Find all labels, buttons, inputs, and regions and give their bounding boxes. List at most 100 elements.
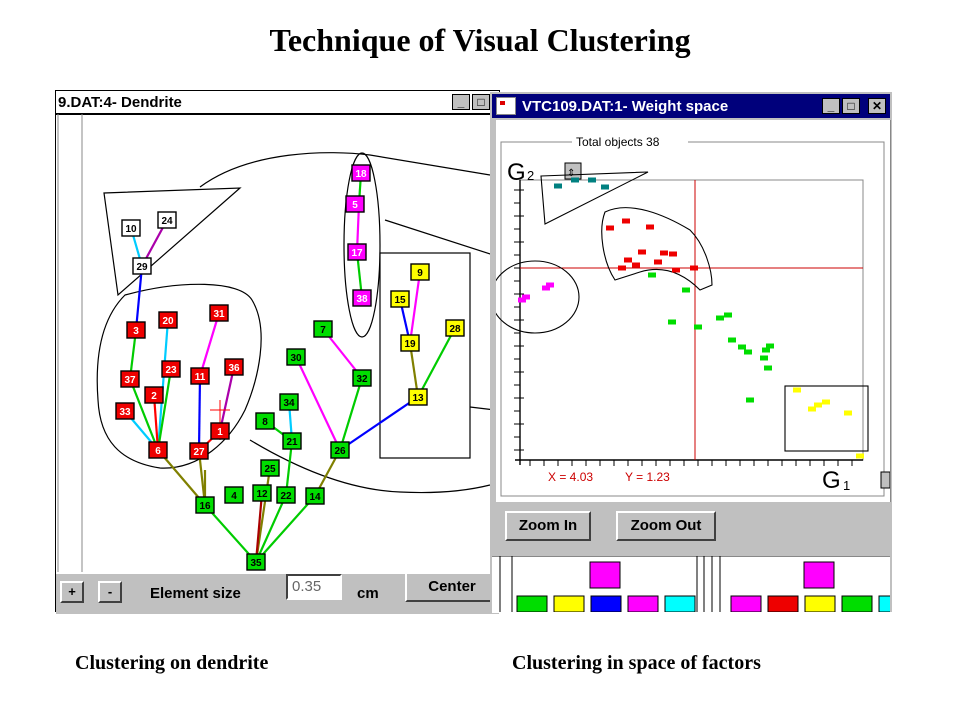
swatch-panels <box>499 556 890 612</box>
plus-button[interactable]: + <box>60 581 84 603</box>
dendrite-node[interactable]: 13 <box>408 388 428 406</box>
dendrite-node-label: 12 <box>256 489 268 500</box>
dendrite-node[interactable]: 28 <box>445 319 465 337</box>
dendrite-node[interactable]: 8 <box>255 412 275 430</box>
dendrite-node[interactable]: 16 <box>195 496 215 514</box>
dendrite-node[interactable]: 17 <box>347 243 367 261</box>
dendrite-node[interactable]: 5 <box>345 195 365 213</box>
element-size-input[interactable]: 0.35 <box>286 574 342 600</box>
unit-label: cm <box>357 585 379 602</box>
plot-point-red <box>622 218 630 224</box>
plot-point-green <box>724 312 732 318</box>
dendrite-node[interactable]: 26 <box>330 441 350 459</box>
dendrite-node-label: 36 <box>228 363 240 374</box>
dendrite-node[interactable]: 31 <box>209 304 229 322</box>
dendrite-node-label: 15 <box>394 295 406 306</box>
dendrite-node[interactable]: 34 <box>279 393 299 411</box>
plot-point-teal <box>554 183 562 189</box>
dendrite-node[interactable]: 20 <box>158 311 178 329</box>
dendrite-node[interactable]: 11 <box>190 367 210 385</box>
zoom-in-button[interactable]: Zoom In <box>505 511 591 541</box>
dendrite-window: 9.DAT:4- Dendrite _ □ <box>55 90 500 612</box>
dendrite-node[interactable]: 3 <box>126 321 146 339</box>
swatch-right[interactable] <box>878 595 890 612</box>
dendrite-node[interactable]: 23 <box>161 360 181 378</box>
readout-x: X = 4.03 <box>548 470 593 484</box>
plot-point-green <box>648 272 656 278</box>
plot-point-teal <box>588 177 596 183</box>
dendrite-node-label: 13 <box>412 393 424 404</box>
plot-point-green <box>746 397 754 403</box>
caption-left: Clustering on dendrite <box>75 652 269 674</box>
swatch-right[interactable] <box>767 595 799 612</box>
dendrite-node[interactable]: 4 <box>224 486 244 504</box>
dendrite-node[interactable]: 2 <box>144 386 164 404</box>
plot-point-green <box>762 347 770 353</box>
caption-right: Clustering in space of factors <box>512 652 761 674</box>
center-button[interactable]: Center <box>405 572 499 602</box>
scroll-stub[interactable] <box>880 471 890 489</box>
plot-point-red <box>606 225 614 231</box>
swatch-left[interactable] <box>627 595 659 612</box>
dendrite-node[interactable]: 6 <box>148 441 168 459</box>
dendrite-node-label: 7 <box>320 325 326 336</box>
weight-close-button[interactable]: ✕ <box>868 98 886 114</box>
dendrite-minimize-button[interactable]: _ <box>452 94 470 110</box>
dendrite-node[interactable]: 30 <box>286 348 306 366</box>
dendrite-node[interactable]: 15 <box>390 290 410 308</box>
dendrite-node[interactable]: 36 <box>224 358 244 376</box>
dendrite-node[interactable]: 29 <box>132 257 152 275</box>
plot-point-magenta <box>546 282 554 288</box>
dendrite-node[interactable]: 18 <box>351 164 371 182</box>
dendrite-titlebar[interactable]: 9.DAT:4- Dendrite <box>56 91 499 113</box>
zoom-out-button[interactable]: Zoom Out <box>616 511 716 541</box>
dendrite-maximize-button[interactable]: □ <box>472 94 490 110</box>
swatch-left[interactable] <box>590 595 622 612</box>
dendrite-node[interactable]: 21 <box>282 432 302 450</box>
dendrite-node-label: 26 <box>334 446 346 457</box>
app-icon <box>496 97 516 115</box>
dendrite-node-label: 10 <box>125 224 137 235</box>
dendrite-window-title: 9.DAT:4- Dendrite <box>58 93 182 111</box>
dendrite-node[interactable]: 27 <box>189 442 209 460</box>
dendrite-node[interactable]: 1 <box>210 422 230 440</box>
dendrite-node[interactable]: 22 <box>276 486 296 504</box>
dendrite-node[interactable]: 37 <box>120 370 140 388</box>
plot-point-red <box>660 250 668 256</box>
dendrite-node[interactable]: 35 <box>246 553 266 571</box>
swatch-left[interactable] <box>664 595 696 612</box>
swatch-right[interactable] <box>730 595 762 612</box>
weight-minimize-button[interactable]: _ <box>822 98 840 114</box>
dendrite-node[interactable]: 10 <box>121 219 141 237</box>
dendrite-node[interactable]: 32 <box>352 369 372 387</box>
minus-button[interactable]: - <box>98 581 122 603</box>
dendrite-node[interactable]: 38 <box>352 289 372 307</box>
dendrite-node[interactable]: 33 <box>115 402 135 420</box>
plot-point-yellow <box>822 399 830 405</box>
dendrite-node[interactable]: 12 <box>252 484 272 502</box>
plot-point-magenta <box>522 294 530 300</box>
swatch-top-right[interactable] <box>803 561 835 589</box>
dendrite-node[interactable]: 9 <box>410 263 430 281</box>
swatch-right[interactable] <box>841 595 873 612</box>
dendrite-node-label: 34 <box>283 398 295 409</box>
dendrite-node[interactable]: 24 <box>157 211 177 229</box>
dendrite-node[interactable]: 14 <box>305 487 325 505</box>
dendrite-node[interactable]: 7 <box>313 320 333 338</box>
dendrite-node-label: 27 <box>193 447 205 458</box>
dendrite-node-label: 3 <box>133 326 139 337</box>
dendrite-node-label: 38 <box>356 294 368 305</box>
swatch-left[interactable] <box>553 595 585 612</box>
cluster-outline-large <box>199 152 491 188</box>
group-box <box>500 141 885 497</box>
swatch-left[interactable] <box>516 595 548 612</box>
dendrite-node[interactable]: 25 <box>260 459 280 477</box>
swatch-right[interactable] <box>804 595 836 612</box>
dendrite-node[interactable]: 19 <box>400 334 420 352</box>
plot-point-green <box>682 287 690 293</box>
swatch-top-left[interactable] <box>589 561 621 589</box>
weight-space-plot[interactable]: Total objects 38 G 2 ⇕ X = 4.03 Y = 1.23… <box>496 120 890 502</box>
dendrite-node-label: 29 <box>136 262 148 273</box>
weight-maximize-button[interactable]: □ <box>842 98 860 114</box>
